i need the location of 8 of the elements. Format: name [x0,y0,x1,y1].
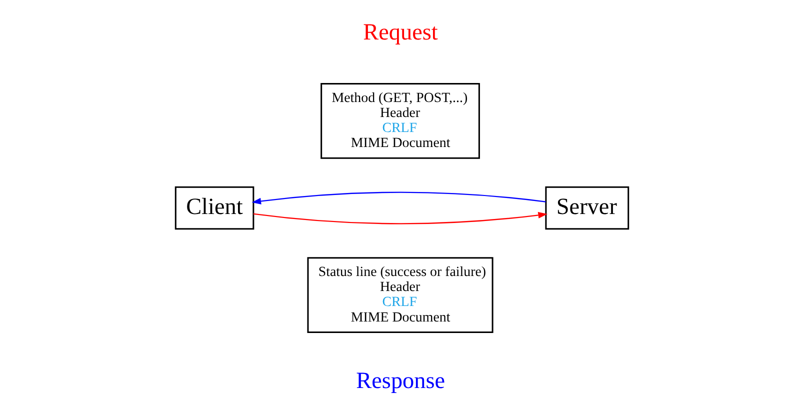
arrow [252,212,547,224]
label: Response [356,368,445,394]
arrow [251,192,546,204]
label: Request [362,20,438,46]
node-box: Method (GET, POST,...) Header CRLF MIME Document [320,83,480,159]
node-box: Server [544,186,629,230]
node-box: Client [174,186,254,230]
node-box: Status line (success or failure) Header CRLF MIME Document [306,257,493,333]
